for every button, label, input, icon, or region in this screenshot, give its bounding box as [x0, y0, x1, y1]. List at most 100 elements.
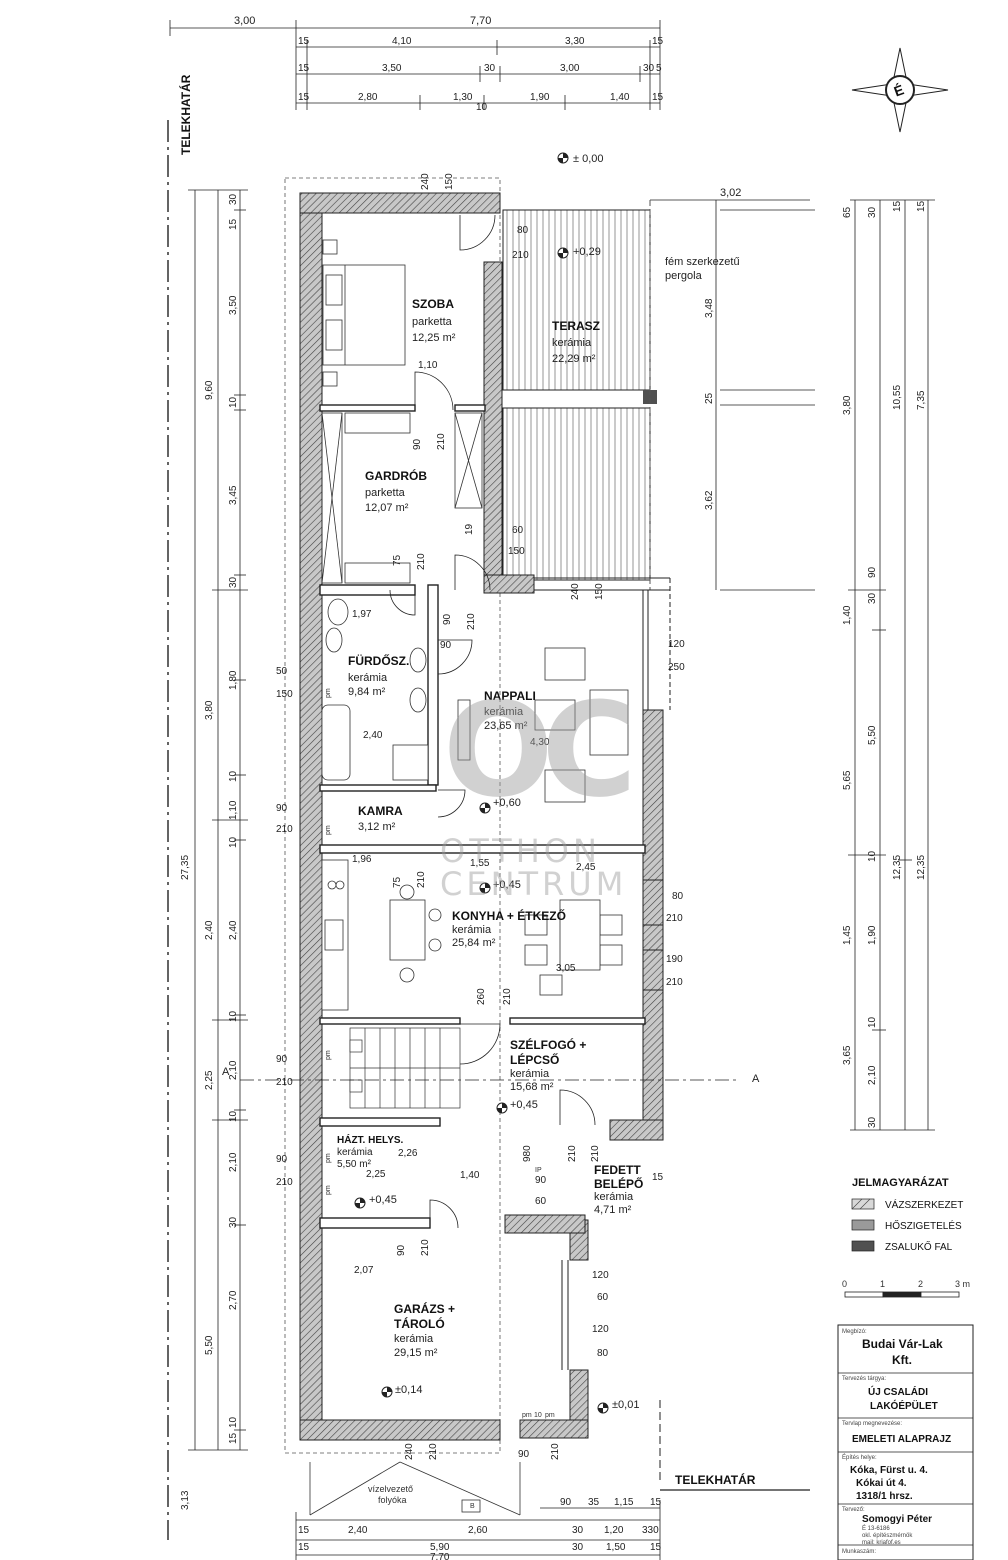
- dim-left-total: 27,35: [180, 855, 191, 880]
- svg-text:210: 210: [416, 553, 427, 570]
- section-mark-right: A: [752, 1073, 760, 1085]
- dim-left-in-4: 10: [228, 396, 239, 408]
- dim-top-18: 1,40: [610, 92, 630, 103]
- svg-text:SZOBA: SZOBA: [412, 297, 454, 311]
- svg-text:pm: pm: [325, 825, 332, 835]
- svg-text:210: 210: [420, 1239, 431, 1256]
- svg-text:4,71 m²: 4,71 m²: [594, 1204, 632, 1216]
- dim-left-in-14: 10: [228, 1110, 239, 1122]
- svg-text:2,25: 2,25: [366, 1169, 386, 1180]
- room-terasz: TERASZ kerámia 22,29 m²: [552, 319, 600, 365]
- dim-bot-5: 15: [298, 1525, 310, 1536]
- tb-site-label: Építés helye:: [842, 1454, 877, 1461]
- tb-drawing-label: Tervlap megnevezése:: [842, 1421, 902, 1427]
- svg-text:75: 75: [392, 876, 403, 888]
- dim-bot-4: 15: [650, 1497, 662, 1508]
- dim-top-14: 2,80: [358, 92, 378, 103]
- dim-left-in-11: 2,40: [228, 920, 239, 940]
- dim-bot-6: 2,40: [348, 1525, 368, 1536]
- dim-left-in-16: 30: [228, 1216, 239, 1228]
- dim-left-in-6: 30: [228, 576, 239, 588]
- svg-text:210: 210: [276, 824, 293, 835]
- svg-text:240: 240: [404, 1443, 415, 1460]
- svg-text:B: B: [470, 1503, 475, 1510]
- dim-right-mid-2: 5,65: [842, 770, 853, 790]
- pergola-label-1: fém szerkezetű: [665, 256, 740, 268]
- svg-text:10: 10: [534, 1412, 542, 1419]
- property-line-label-left: TELEKHATÁR: [178, 74, 193, 155]
- right-dimensions: [650, 199, 935, 1131]
- kitchen-furniture: [321, 859, 623, 1011]
- svg-text:FÜRDŐSZ.: FÜRDŐSZ.: [348, 653, 409, 668]
- dim-right-in-9: 10: [867, 850, 878, 862]
- dim-top-19: 15: [652, 92, 664, 103]
- dim-left-in-1: 30: [228, 193, 239, 205]
- svg-text:4,30: 4,30: [530, 737, 550, 748]
- svg-text:kerámia: kerámia: [552, 337, 592, 349]
- tb-designer: Somogyi Péter: [862, 1514, 932, 1525]
- dim-top-12: 5: [656, 63, 662, 74]
- small-labels: pm pm pm pm pm B IP: [325, 688, 542, 1510]
- svg-text:210: 210: [276, 1177, 293, 1188]
- dim-top-1: 3,00: [234, 15, 255, 27]
- svg-text:pm: pm: [325, 1153, 332, 1163]
- dim-right-mid-1: 3,80: [842, 395, 853, 415]
- svg-text:TÁROLÓ: TÁROLÓ: [394, 1316, 445, 1331]
- room-konyha: KONYHA + ÉTKEZŐ kerámia 25,84 m²: [452, 908, 566, 949]
- svg-text:parketta: parketta: [365, 487, 406, 499]
- svg-text:210: 210: [550, 1443, 561, 1460]
- svg-text:JELMAGYARÁZAT: JELMAGYARÁZAT: [852, 1176, 949, 1189]
- svg-text:210: 210: [590, 1145, 601, 1162]
- svg-text:kerámia: kerámia: [510, 1068, 550, 1080]
- svg-text:980: 980: [522, 1145, 533, 1162]
- dim-right-in-8: 5,50: [867, 725, 878, 745]
- svg-text:OTTHON: OTTHON: [440, 832, 601, 870]
- gutter-line2: folyóka: [378, 1495, 407, 1505]
- dim-left-in-10: 10: [228, 836, 239, 848]
- dim-top-13: 15: [298, 92, 310, 103]
- svg-text:250: 250: [668, 662, 685, 673]
- dim-right-in-10: 1,45: [842, 925, 853, 945]
- svg-text:1,55: 1,55: [470, 858, 490, 869]
- svg-text:22,29 m²: 22,29 m²: [552, 353, 596, 365]
- dim-left-in-8: 10: [228, 770, 239, 782]
- svg-text:210: 210: [276, 1077, 293, 1088]
- svg-text:HŐSZIGETELÉS: HŐSZIGETELÉS: [885, 1218, 962, 1232]
- dim-right-t2: 25: [704, 392, 715, 404]
- dim-top-17: 1,90: [530, 92, 550, 103]
- svg-text:1,97: 1,97: [352, 609, 372, 620]
- svg-text:kerámia: kerámia: [348, 672, 388, 684]
- svg-text:2: 2: [918, 1279, 923, 1289]
- svg-text:90: 90: [412, 438, 423, 450]
- svg-text:CENTRUM: CENTRUM: [440, 865, 627, 903]
- svg-text:kerámia: kerámia: [337, 1147, 373, 1158]
- svg-text:pm: pm: [325, 1185, 332, 1195]
- tb-client-2: Kft.: [892, 1353, 912, 1367]
- svg-text:5,50 m²: 5,50 m²: [337, 1159, 372, 1170]
- north-arrow-icon: É: [851, 47, 949, 133]
- level-garage: ±0,14: [395, 1384, 422, 1396]
- svg-text:15: 15: [652, 1172, 664, 1183]
- svg-text:210: 210: [666, 977, 683, 988]
- svg-text:parketta: parketta: [412, 316, 453, 328]
- room-gardrob: GARDRÓB parketta 12,07 m²: [365, 468, 427, 514]
- svg-text:150: 150: [276, 689, 293, 700]
- section-mark-left: A: [222, 1066, 230, 1078]
- tb-designer-label: Tervező:: [842, 1507, 865, 1513]
- dim-left-in-7: 1,80: [228, 670, 239, 690]
- level-stair: +0,45: [510, 1099, 538, 1111]
- wardrobe: [321, 412, 483, 584]
- tb-client-label: Megbízó:: [842, 1329, 867, 1335]
- watermark-logo: OC OTTHON CENTRUM: [440, 674, 642, 903]
- dim-bot-14: 1,50: [606, 1542, 626, 1553]
- dim-top-8: 3,50: [382, 63, 402, 74]
- dim-left-porch: 3,13: [180, 1490, 191, 1510]
- dim-bot-9: 1,20: [604, 1525, 624, 1536]
- svg-text:90: 90: [518, 1449, 530, 1460]
- dim-right-in-6: 30: [867, 592, 878, 604]
- level-utility: +0,45: [369, 1194, 397, 1206]
- legend: JELMAGYARÁZAT VÁZSZERKEZET HŐSZIGETELÉS …: [851, 1176, 963, 1253]
- bed: [322, 239, 406, 387]
- svg-text:90: 90: [442, 613, 453, 625]
